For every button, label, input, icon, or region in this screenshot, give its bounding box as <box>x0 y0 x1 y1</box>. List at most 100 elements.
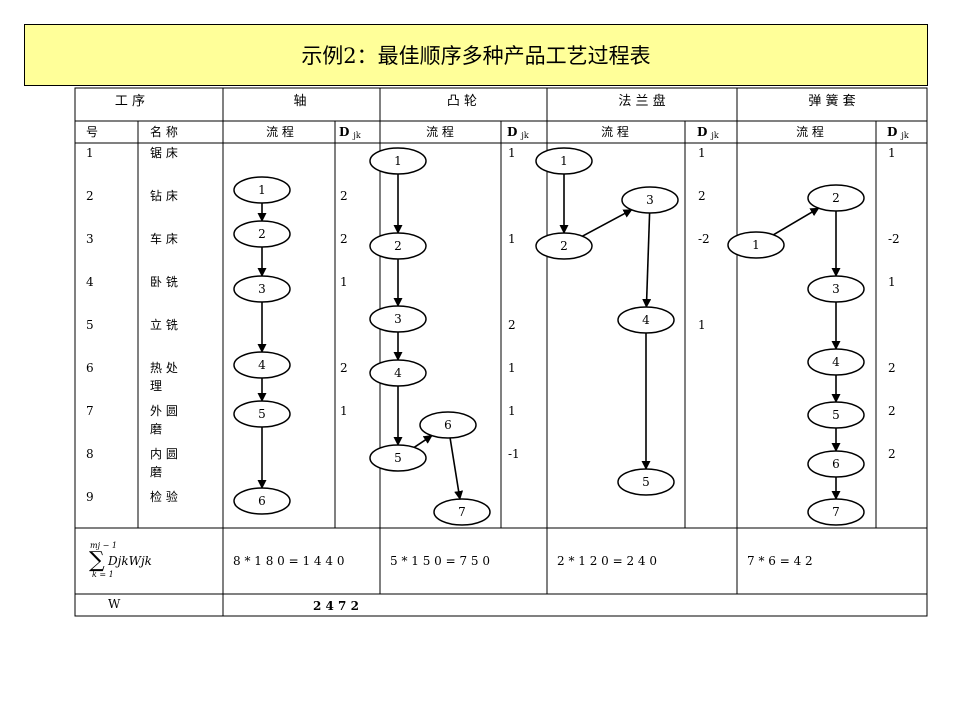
header-process: 工 序 <box>115 94 145 109</box>
d-value: 1 <box>508 361 516 375</box>
w-label: W <box>108 597 121 611</box>
flow-node <box>807 348 865 376</box>
header-flow: 流 程 <box>266 124 294 139</box>
flow-node-label: 1 <box>560 154 568 168</box>
process-name: 检 验 <box>150 489 178 504</box>
flow-node <box>535 232 593 260</box>
process-no: 7 <box>86 404 94 418</box>
process-no: 9 <box>86 490 94 504</box>
flow-diagram: 1 2 3 4 5 <box>535 147 679 496</box>
process-name: 磨 <box>150 465 162 479</box>
flow-node <box>369 444 427 472</box>
flow-node <box>727 231 785 259</box>
process-no: 5 <box>86 318 94 332</box>
flow-node-label: 3 <box>394 312 402 326</box>
sum-lower-limit: k = 1 <box>92 570 114 579</box>
header-d-subscript: jk <box>900 131 908 140</box>
flow-node-label: 4 <box>642 313 650 327</box>
d-value: 1 <box>508 146 516 160</box>
flow-node <box>369 305 427 333</box>
w-total: 2 4 7 2 <box>313 599 359 613</box>
header-d-symbol: D <box>697 125 707 139</box>
header-name: 名 称 <box>150 124 178 139</box>
d-value: 1 <box>698 146 706 160</box>
flow-node <box>233 400 291 428</box>
flow-node-label: 3 <box>646 193 654 207</box>
header-d-subscript: jk <box>710 131 718 140</box>
process-no: 1 <box>86 146 94 160</box>
flow-node-label: 7 <box>832 505 840 519</box>
flow-node <box>621 186 679 214</box>
flow-node-label: 4 <box>258 358 266 372</box>
sum-expression: DjkWjk <box>107 554 152 568</box>
flow-node-label: 2 <box>560 239 568 253</box>
process-name: 卧 铣 <box>150 275 178 289</box>
header-flow: 流 程 <box>796 124 824 139</box>
d-value: 1 <box>508 232 516 246</box>
d-value: 2 <box>888 404 896 418</box>
flow-node-label: 7 <box>458 505 466 519</box>
table-grid <box>74 87 928 617</box>
flow-node <box>233 487 291 515</box>
d-value: 1 <box>888 146 896 160</box>
d-value: -1 <box>508 447 520 461</box>
d-value: -2 <box>698 232 710 246</box>
header-product-cam: 凸 轮 <box>447 94 477 109</box>
flow-node <box>617 306 675 334</box>
flow-arrow <box>582 209 633 237</box>
d-value: 2 <box>340 361 348 375</box>
process-name: 锯 床 <box>150 145 178 160</box>
d-value: 2 <box>888 447 896 461</box>
header-product-flange: 法 兰 盘 <box>618 93 665 109</box>
process-no: 4 <box>86 275 94 289</box>
flow-node <box>807 184 865 212</box>
header-flow: 流 程 <box>426 124 454 139</box>
flow-node <box>369 232 427 260</box>
process-name: 理 <box>150 379 162 393</box>
page-title: 示例2：最佳顺序多种产品工艺过程表 <box>301 44 651 68</box>
d-value: 2 <box>508 318 516 332</box>
header-no: 号 <box>86 125 98 139</box>
flow-node <box>233 351 291 379</box>
process-name: 车 床 <box>150 231 178 246</box>
calc-spring-sleeve: 7 * 6 = 4 2 <box>747 554 813 568</box>
d-value: 1 <box>508 404 516 418</box>
flow-node <box>369 359 427 387</box>
d-value: 1 <box>340 275 348 289</box>
d-value: 2 <box>888 361 896 375</box>
flow-node-label: 6 <box>258 494 266 508</box>
flow-node <box>419 411 477 439</box>
flow-node <box>233 220 291 248</box>
flow-node-label: 5 <box>642 475 650 489</box>
sum-formula: mj − 1 ∑ k = 1 DjkWjk <box>89 541 152 579</box>
header-product-spring-sleeve: 弹 簧 套 <box>808 93 855 109</box>
flow-node-label: 2 <box>394 239 402 253</box>
flow-node <box>233 275 291 303</box>
process-name: 立 铣 <box>150 317 178 332</box>
flow-node-label: 5 <box>394 451 402 465</box>
flow-node-label: 2 <box>258 227 266 241</box>
flow-node-label: 4 <box>394 366 402 380</box>
flow-arrow <box>449 437 464 500</box>
process-name: 内 圆 <box>150 447 178 461</box>
process-no: 8 <box>86 447 94 461</box>
calc-cam: 5 * 1 5 0 = 7 5 0 <box>390 554 490 568</box>
flow-node <box>807 275 865 303</box>
flow-node-label: 5 <box>832 408 840 422</box>
flow-node <box>617 468 675 496</box>
title-banner: 示例2：最佳顺序多种产品工艺过程表 <box>24 24 928 86</box>
sum-sign: ∑ <box>89 548 105 573</box>
flow-node-label: 3 <box>832 282 840 296</box>
header-d-symbol: D <box>339 125 349 139</box>
header-flow: 流 程 <box>601 124 629 139</box>
header-d-subscript: jk <box>352 131 360 140</box>
flow-node-label: 6 <box>832 457 840 471</box>
